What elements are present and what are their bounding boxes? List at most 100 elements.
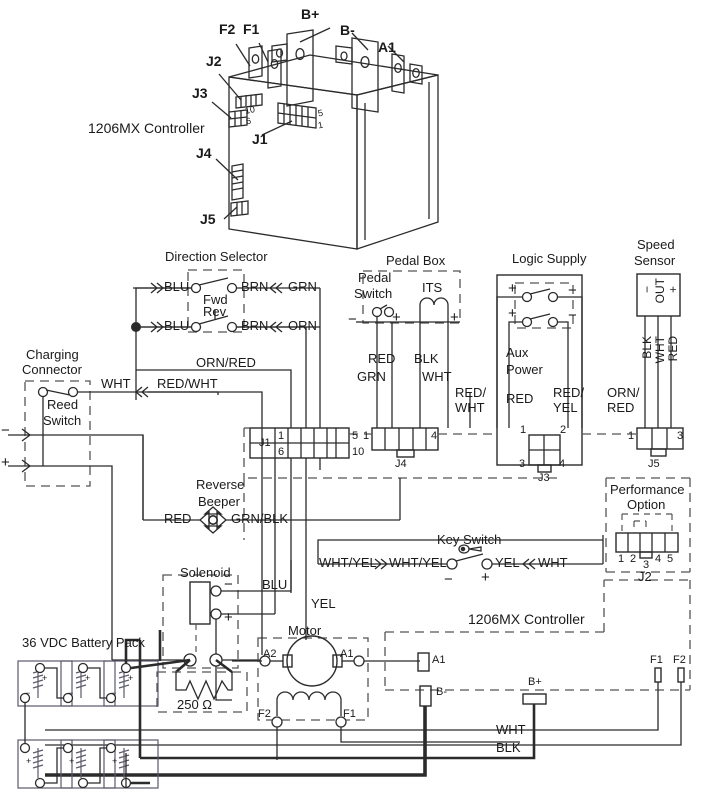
label-j5-connector: J5 [200, 211, 216, 227]
battery-pack-group [17, 638, 191, 789]
controller-connector-headers [228, 93, 317, 217]
label-motor-f2: F2 [258, 708, 271, 720]
label-logic-ornred-l1: ORN/ [607, 385, 640, 400]
label-orn-red-wire: ORN/RED [196, 355, 256, 370]
label-grn-wire: GRN [288, 279, 317, 294]
label-j3-pin3: 3 [519, 458, 526, 470]
label-charging-minus: − [1, 422, 10, 439]
label-logic-ornred-l2: RED [607, 400, 635, 415]
label-orn-wire: ORN [288, 318, 317, 333]
battery-harness [138, 630, 162, 758]
label-charging-plus: + [1, 454, 10, 471]
pedal-box-group [356, 270, 461, 428]
label-j3-pin1: 1 [520, 424, 527, 436]
label-charging-connector-line2: Connector [22, 362, 82, 377]
label-beeper-red: RED [164, 511, 192, 526]
label-bottom-blk: BLK [496, 740, 521, 755]
label-pedal-switch-line2: Switch [354, 286, 393, 301]
label-solenoid-plus: + [224, 609, 233, 626]
label-pedal-blk: BLK [414, 351, 439, 366]
solenoid-group [112, 560, 292, 713]
label-j2-connector: J2 [206, 53, 222, 69]
j1-downlines [261, 560, 307, 655]
label-reed-line2: Switch [43, 413, 82, 428]
label-rev: Rev [203, 304, 227, 319]
label-pedal-grn: GRN [357, 369, 386, 384]
battery-cell-0-minus: − [25, 688, 31, 698]
controller-leader-lines [211, 27, 405, 220]
label-key-yel: YEL [495, 555, 520, 570]
battery-cell-5-plus: + [112, 756, 118, 766]
label-speed-sensor-line1: Speed [637, 237, 675, 252]
label-j1-pin6: 6 [278, 446, 285, 458]
label-j4-pin1: 1 [363, 430, 370, 442]
red-wht-wire [218, 391, 263, 428]
direction-selector-group [131, 269, 321, 428]
label-j3-pin2: 2 [560, 424, 567, 436]
label-wht-yel-left: WHT/YEL [319, 555, 377, 570]
label-grn-blk: GRN/BLK [231, 511, 289, 526]
label-logic-redyel-l1: RED/ [553, 385, 585, 400]
label-pedal-red: RED [368, 351, 396, 366]
label-pedal-box: Pedal Box [386, 253, 446, 268]
label-its: ITS [422, 280, 443, 295]
label-j3-connector: J3 [192, 85, 208, 101]
label-performance-option-line1: Performance [610, 482, 685, 497]
label-key-minus: − [444, 571, 453, 588]
controller-terminal-tabs [248, 29, 423, 113]
motor-group [232, 635, 520, 760]
label-logic-red: RED [506, 391, 534, 406]
label-red-wht: RED/WHT [157, 376, 218, 391]
battery-cell-0-plus: + [42, 673, 48, 683]
label-key-plus: + [481, 569, 490, 586]
logic-supply-group [496, 274, 583, 466]
label-j1-name: J1 [259, 437, 271, 449]
label-f2-terminal: F2 [219, 21, 236, 37]
label-j2-pin5: 5 [667, 553, 674, 565]
label-j3-name: J3 [538, 472, 550, 484]
label-charging-connector-line1: Charging [26, 347, 79, 362]
label-key-switch: Key Switch [437, 532, 502, 547]
label-j4-connector: J4 [196, 145, 212, 161]
label-reverse-beeper-line2: Beeper [198, 494, 240, 509]
label-motor-f1: F1 [343, 708, 356, 720]
label-logic-plus-top: + [508, 280, 517, 297]
label-pedal-plus-right: + [450, 309, 459, 326]
label-key-wht: WHT [538, 555, 568, 570]
label-wht-yel-right: WHT/YEL [389, 555, 447, 570]
label-aux-line1: Aux [506, 345, 529, 360]
label-motor-a2: A2 [263, 648, 277, 660]
label-bottom-a1: A1 [432, 654, 446, 666]
label-j5-pin1: 1 [628, 430, 635, 442]
j5-connector [636, 427, 684, 457]
label-j3-pin4: 4 [559, 458, 566, 470]
bottom-terminals-group [45, 652, 685, 777]
j3-connector [528, 434, 561, 473]
label-resistor-value: 250 Ω [177, 697, 213, 712]
battery-cell-2-plus: + [128, 673, 134, 683]
performance-option-boundary [605, 477, 691, 573]
label-blu-top: BLU [164, 279, 190, 294]
battery-cell-3-plus: + [26, 756, 32, 766]
label-pedal-plus-mid: + [392, 309, 401, 326]
label-j4-name: J4 [395, 458, 407, 470]
label-j1-pin5: 5 [352, 430, 359, 442]
label-motor: Motor [288, 623, 322, 638]
label-bottom-bminus: B- [436, 686, 447, 698]
label-logic-minus-bottom: − [568, 307, 577, 324]
label-direction-selector: Direction Selector [165, 249, 268, 264]
battery-cell-1-minus: − [68, 688, 74, 698]
label-fwd: Fwd [203, 292, 228, 307]
label-bplus-terminal: B+ [301, 6, 320, 22]
label-pedal-switch-line1: Pedal [358, 270, 392, 285]
label-bottom-f2: F2 [673, 654, 686, 666]
label-solenoid: Solenoid [180, 565, 231, 580]
reverse-beeper-group [143, 478, 401, 534]
label-j1-pin10: 10 [352, 446, 365, 458]
label-sensor-pin-plus: + [666, 286, 680, 294]
label-sensor-red: RED [666, 336, 680, 362]
label-pedal-redwht-l1: RED/ [455, 385, 487, 400]
j4-connector [371, 427, 439, 458]
